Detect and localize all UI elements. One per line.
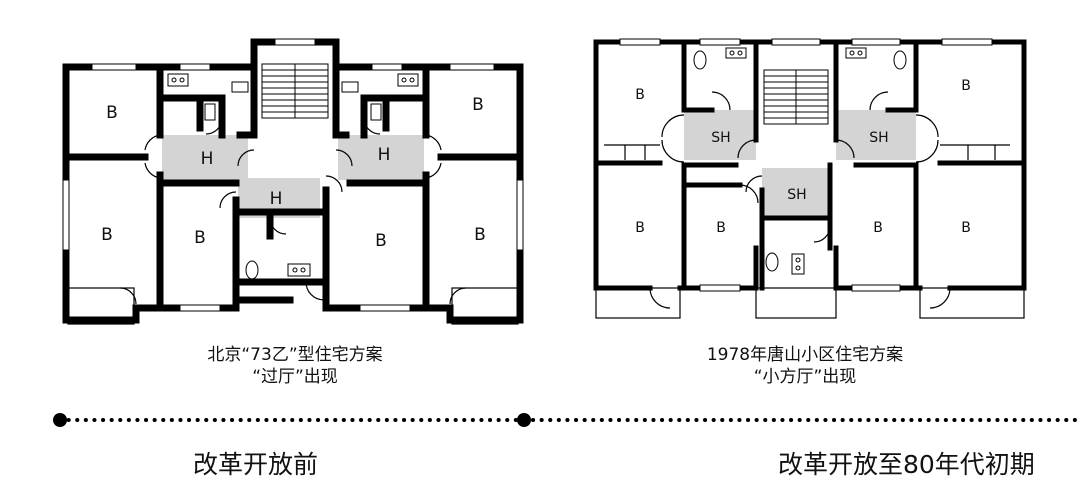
room-label: B (961, 78, 971, 94)
room-label: B (194, 228, 206, 248)
hall-sh-left (684, 110, 756, 160)
room-label: B (375, 231, 387, 251)
hall-h-right (338, 135, 424, 180)
hall-sh-center (762, 168, 830, 218)
plan-beijing-73b: B B H H H B B B B (62, 38, 524, 325)
caption-right-subtitle: “小方厅”出现 (753, 367, 857, 387)
room-label: H (270, 189, 283, 209)
room-label: SH (711, 130, 730, 146)
room-label: B (474, 225, 486, 245)
caption-right: 1978年唐山小区住宅方案 “小方厅”出现 (675, 344, 935, 388)
room-label: B (101, 225, 113, 245)
floor-plans: B B H H H B B B B (62, 38, 1027, 325)
caption-left-subtitle: “过厅”出现 (252, 367, 338, 387)
plan-tangshan-1978: B SH SH B SH B B B B (593, 38, 1027, 319)
hall-h-left (162, 135, 248, 180)
room-label: B (635, 87, 645, 103)
caption-left: 北京“73乙”型住宅方案 “过厅”出现 (170, 344, 420, 388)
room-label: B (635, 220, 645, 236)
room-label: B (961, 220, 971, 236)
room-label: H (378, 145, 391, 165)
room-label: B (106, 103, 118, 123)
room-label: SH (869, 130, 888, 146)
caption-right-title: 1978年唐山小区住宅方案 (706, 345, 904, 365)
room-label: SH (787, 187, 806, 203)
room-label: B (472, 95, 484, 115)
room-label: B (716, 220, 726, 236)
timeline-dot-left (53, 413, 67, 427)
hall-sh-right (836, 110, 916, 160)
era-label-before-reform: 改革开放前 (193, 450, 319, 479)
caption-left-title: 北京“73乙”型住宅方案 (207, 345, 383, 365)
room-label: H (201, 149, 214, 169)
era-label-early-reform: 改革开放至80年代初期 (778, 450, 1035, 479)
room-label: B (873, 220, 883, 236)
timeline (53, 413, 1080, 427)
timeline-dot-middle (517, 413, 531, 427)
